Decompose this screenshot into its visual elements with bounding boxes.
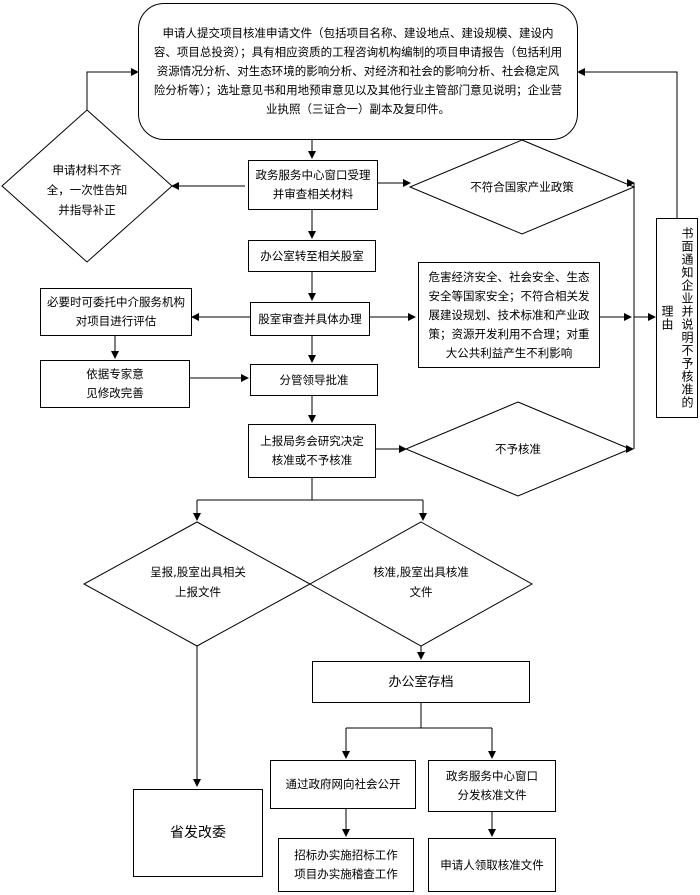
submit-up-label: 呈报,股室出具相关上报文件 — [150, 565, 246, 599]
office-archive-box: 办公室存档 — [312, 661, 530, 703]
window-receive-box: 政务服务中心窗口受理并审查相关材料 — [248, 160, 378, 210]
approve-label: 核准,股室出具核准文件 — [373, 565, 469, 599]
incomplete-diamond — [1, 109, 173, 263]
revise-box: 依据专家意见修改完善 — [40, 360, 190, 408]
report-meeting-box: 上报局务会研究决定核准或不予核准 — [248, 424, 376, 478]
not-policy-diamond — [408, 139, 636, 235]
leader-approval-box: 分管领导批准 — [250, 364, 378, 396]
provincial-ndrc-box: 省发改委 — [133, 789, 263, 877]
publish-website-box: 通过政府网向社会公开 — [270, 760, 416, 809]
not-industrial-policy-label: 不符合国家产业政策 — [470, 180, 574, 194]
entrust-agency-box: 必要时可委托中介服务机构对项目进行评估 — [40, 288, 192, 336]
harm-conditions-box: 危害经济安全、社会安全、生态安全等国家安全；不符合相关发展建设规划、技术标准和产… — [418, 262, 600, 368]
distribute-approval-box: 政务服务中心窗口 分发核准文件 — [428, 760, 556, 812]
written-notice-box: 书面通知企业并说明不予核准的理由 — [656, 218, 698, 418]
applicant-receive-box: 申请人领取核准文件 — [428, 838, 556, 892]
bidding-supervision-box: 招标办实施招标工作项目办实施稽查工作 — [278, 838, 414, 892]
submit-documents-box: 申请人提交项目核准申请文件（包括项目名称、建设地点、建设规模、建设内容、项目总投… — [138, 3, 578, 140]
incomplete-materials-label: 申请材料不齐全，一次性告知并指导补正 — [46, 163, 128, 217]
reject-label: 不予核准 — [495, 442, 541, 456]
section-review-box: 股室审查并具体办理 — [250, 302, 370, 336]
to-office-box: 办公室转至相关股室 — [248, 240, 376, 272]
reject-diamond — [404, 401, 632, 497]
